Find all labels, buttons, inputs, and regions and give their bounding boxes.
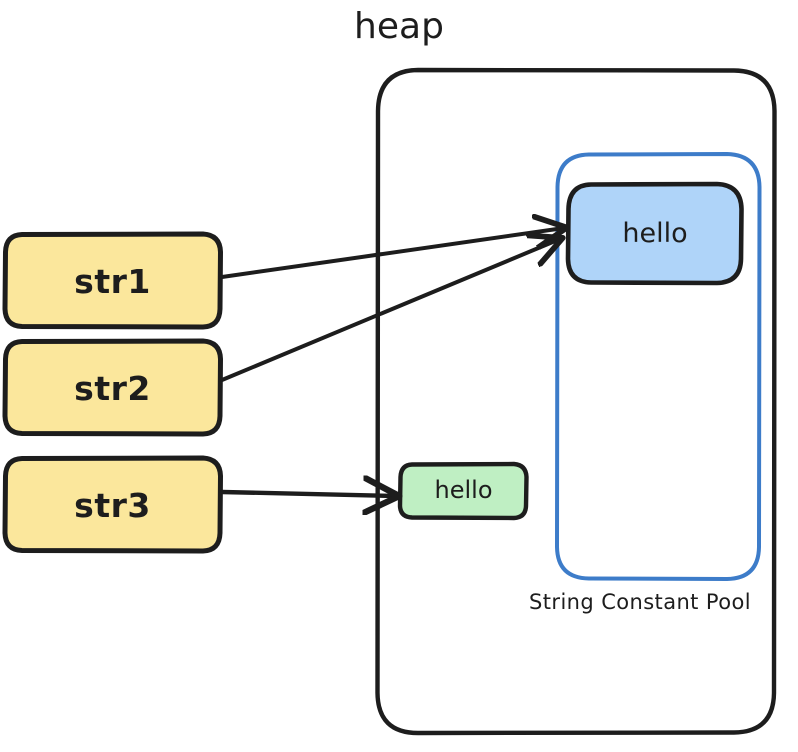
heap-hello-box-shape — [397, 461, 529, 521]
arrow-str2-line — [220, 239, 560, 382]
string-constant-pool-outline — [555, 152, 762, 581]
pool-hello-box[interactable] — [565, 181, 744, 286]
pool-hello-label: hello — [622, 218, 688, 249]
heap-title: heap — [354, 6, 444, 47]
arrow-str2-to-pool-hello — [220, 239, 560, 382]
stack-var-str3-box[interactable] — [2, 455, 223, 554]
heap-outline — [375, 67, 777, 736]
stack-var-str3-shape — [2, 455, 223, 554]
string-constant-pool-container — [555, 152, 762, 581]
heap-hello-label: hello — [434, 476, 493, 504]
stack-var-str1-box[interactable] — [2, 231, 223, 330]
stack-var-str1-shape — [2, 231, 223, 330]
stack-var-str2-box[interactable] — [2, 338, 223, 437]
arrow-str3-line — [219, 492, 396, 496]
stack-var-str2-label: str2 — [74, 369, 151, 408]
stack-var-str3-label: str3 — [74, 486, 151, 525]
string-constant-pool-label: String Constant Pool — [529, 590, 751, 614]
arrow-str3-to-heap-hello — [219, 492, 396, 496]
arrow-str1-line — [220, 228, 564, 279]
pool-hello-box-shape — [565, 181, 744, 286]
heap-container — [375, 67, 777, 736]
heap-hello-box[interactable] — [397, 461, 529, 521]
stack-var-str2-shape — [2, 338, 223, 437]
arrow-str1-to-pool-hello — [220, 228, 564, 279]
stack-var-str1-label: str1 — [74, 262, 151, 301]
